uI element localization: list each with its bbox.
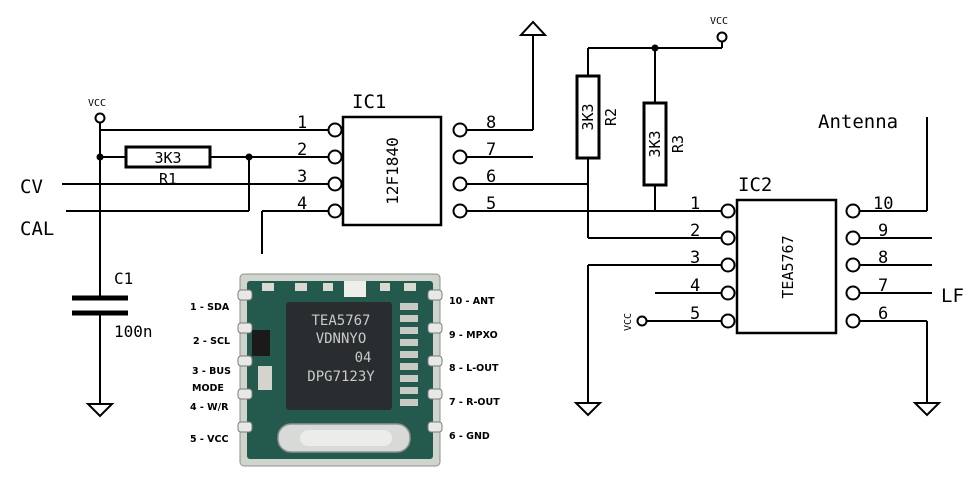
ic2-pin-number: 9 bbox=[878, 221, 888, 241]
module-pin-label: 3 - BUS bbox=[192, 366, 231, 377]
chip-marking-line: DPG7123Y bbox=[307, 369, 375, 385]
r1-value: 3K3 bbox=[154, 149, 181, 167]
ic2-pin-number: 6 bbox=[878, 304, 888, 324]
ic2-pin-circle bbox=[845, 257, 861, 273]
ic2-pin-number: 8 bbox=[878, 248, 888, 268]
ic1-pin-number: 6 bbox=[486, 167, 496, 187]
ic2-part: TEA5767 bbox=[779, 235, 797, 298]
module-pads-left bbox=[237, 289, 253, 433]
vcc-terminal-left bbox=[94, 112, 106, 124]
chip-marking-line: VDNNYO bbox=[316, 331, 367, 347]
crystal-highlight bbox=[300, 430, 392, 446]
ic1-pin-number: 4 bbox=[297, 194, 307, 214]
vcc-terminal-top bbox=[716, 31, 728, 43]
ic1-part: 12F1840 bbox=[383, 137, 402, 204]
ic1-ref: IC1 bbox=[352, 91, 386, 113]
module-pin-label: 6 - GND bbox=[449, 431, 490, 442]
smd-component bbox=[262, 283, 274, 291]
chip-marking-line: 04 bbox=[355, 350, 372, 366]
module-pin-label: 10 - ANT bbox=[449, 296, 495, 307]
ic1-pin-circle bbox=[452, 149, 468, 165]
smd-capacitor-column bbox=[400, 303, 418, 406]
ic2-pin-circle bbox=[845, 230, 861, 246]
smd-component bbox=[380, 283, 390, 291]
smd-component bbox=[404, 283, 416, 291]
cv-label: CV bbox=[20, 176, 43, 198]
ground-symbol bbox=[912, 402, 942, 417]
ic1-pin-circle bbox=[452, 176, 468, 192]
module-pin-label: 2 - SCL bbox=[193, 336, 230, 347]
ic2-pin-circle bbox=[720, 203, 736, 219]
ic2-pin-circle bbox=[720, 313, 736, 329]
ic1-body bbox=[341, 115, 443, 227]
module-pin-label: 5 - VCC bbox=[190, 434, 228, 445]
r3-value: 3K3 bbox=[646, 130, 664, 157]
ic1-pin-number: 2 bbox=[297, 140, 307, 160]
smd-component bbox=[258, 366, 272, 390]
module-pads-right bbox=[427, 289, 443, 433]
ic1-pin-number: 8 bbox=[486, 113, 496, 133]
c1-value: 100n bbox=[114, 322, 153, 341]
r3-ref: R3 bbox=[669, 135, 687, 153]
ic1-pin-number: 1 bbox=[297, 113, 307, 133]
module-pin-label: MODE bbox=[192, 383, 224, 394]
ic2-body bbox=[735, 198, 838, 335]
lf-label: LF bbox=[941, 285, 964, 307]
r1-ref: R1 bbox=[159, 170, 177, 188]
ic2-pin-circle bbox=[720, 285, 736, 301]
ic2: IC2 TEA5767 1 2 3 4 5 10 9 8 7 6 bbox=[690, 174, 893, 335]
module-pin-label: 4 - W/R bbox=[190, 402, 229, 413]
supply-symbol-top bbox=[518, 20, 548, 36]
ic1-pin-circle bbox=[452, 122, 468, 138]
ic1-pin-circle bbox=[327, 122, 343, 138]
r2-ref: R2 bbox=[602, 108, 620, 126]
ic1-pin-circle bbox=[327, 203, 343, 219]
vcc-label-top: VCC bbox=[710, 16, 728, 27]
ground-symbol bbox=[573, 402, 603, 417]
cal-label: CAL bbox=[20, 218, 54, 240]
ic2-pin-circle bbox=[845, 203, 861, 219]
ic2-pin-number: 1 bbox=[690, 194, 700, 214]
ic1-pin-circle bbox=[327, 176, 343, 192]
ic2-pin-number: 5 bbox=[690, 304, 700, 324]
antenna-label: Antenna bbox=[818, 111, 898, 133]
smd-diode bbox=[252, 330, 270, 356]
ic1-pin-number: 3 bbox=[297, 167, 307, 187]
ic1-pin-circle bbox=[452, 203, 468, 219]
ic2-pin-circle bbox=[720, 230, 736, 246]
module-pin-label: 8 - L-OUT bbox=[449, 363, 499, 374]
module-pin-label: 7 - R-OUT bbox=[449, 397, 500, 408]
vcc-label-left: VCC bbox=[88, 98, 106, 109]
ic2-pin-number: 2 bbox=[690, 221, 700, 241]
c1-ref: C1 bbox=[114, 269, 133, 288]
left-supply-network: VCC 3K3 R1 CV CAL C1 100n bbox=[20, 98, 328, 418]
right-wiring: Antenna LF bbox=[818, 111, 964, 417]
ic2-pin-number: 10 bbox=[873, 194, 893, 214]
ic2-pin-number: 4 bbox=[690, 276, 700, 296]
smd-component bbox=[295, 283, 307, 291]
vcc-terminal-ic2 bbox=[636, 315, 648, 327]
module-chip bbox=[286, 302, 392, 410]
ic2-pin-circle bbox=[720, 257, 736, 273]
module-pin-label: 1 - SDA bbox=[190, 302, 230, 313]
ic2-pin-circle bbox=[845, 313, 861, 329]
module-photo: 1 - SDA 2 - SCL 3 - BUS MODE 4 - W/R 5 -… bbox=[190, 273, 500, 467]
ic2-pin-number: 3 bbox=[690, 248, 700, 268]
ic2-pin-number: 7 bbox=[878, 276, 888, 296]
module-pin-label: 9 - MPXO bbox=[449, 330, 498, 341]
vcc-label-ic2: VCC bbox=[623, 313, 634, 331]
ic1-pin-circle bbox=[327, 149, 343, 165]
r2-value: 3K3 bbox=[579, 103, 597, 130]
chip-marking-line: TEA5767 bbox=[311, 313, 370, 329]
ic1: IC1 12F1840 1 2 3 4 8 7 6 5 bbox=[297, 91, 496, 227]
smd-component bbox=[344, 281, 366, 297]
ic1-pin-number: 7 bbox=[486, 140, 496, 160]
smd-component bbox=[323, 283, 333, 291]
ground-symbol bbox=[85, 403, 115, 418]
ic2-pin-circle bbox=[845, 285, 861, 301]
middle-wiring: VCC 3K3 R2 3K3 R3 VCC bbox=[467, 16, 728, 417]
ic1-pin-number: 5 bbox=[486, 194, 496, 214]
ic2-ref: IC2 bbox=[738, 174, 772, 196]
